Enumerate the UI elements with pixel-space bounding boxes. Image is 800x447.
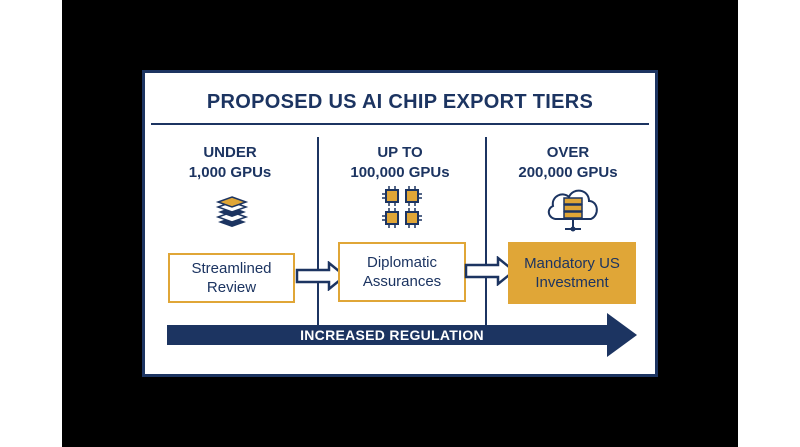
chip-grid-icon: [382, 186, 422, 228]
tier-1-heading-line1: UNDER: [203, 144, 257, 161]
tier-1-heading-line2: 1,000 GPUs: [188, 164, 272, 181]
tier-2-outcome-line1: Diplomatic: [366, 254, 438, 271]
tier-2-outcome-line2: Assurances: [362, 273, 442, 290]
regulation-arrow-shape: [167, 313, 637, 357]
column-divider-1: [317, 137, 319, 327]
column-divider-2: [485, 137, 487, 327]
tier-1-heading: UNDER 1,000 GPUs: [155, 143, 305, 183]
title-divider: [151, 123, 649, 125]
tier-3-heading: OVER 200,000 GPUs: [493, 143, 643, 183]
diagram-title: PROPOSED US AI CHIP EXPORT TIERS: [206, 91, 594, 113]
tier-3-heading-line1: OVER: [546, 144, 590, 161]
tier-3-outcome-box: Mandatory US Investment: [508, 242, 636, 304]
arrow-right-icon: [295, 261, 347, 291]
tier-3-outcome-line1: Mandatory US: [524, 255, 620, 272]
tier-2-heading-line1: UP TO: [377, 144, 423, 161]
regulation-label: INCREASED REGULATION: [300, 327, 484, 343]
tier-1-outcome-line2: Review: [206, 279, 257, 296]
diagram-card: PROPOSED US AI CHIP EXPORT TIERS UNDER 1…: [142, 70, 658, 377]
tier-2-heading-line2: 100,000 GPUs: [350, 164, 450, 181]
stacked-layers-icon: [215, 196, 249, 227]
tier-3-outcome-line2: Investment: [535, 274, 609, 291]
tier-2-outcome-box: Diplomatic Assurances: [338, 242, 466, 302]
tier-3-heading-line2: 200,000 GPUs: [518, 164, 618, 181]
tier-1-outcome-box: Streamlined Review: [168, 253, 295, 303]
cloud-server-icon: [547, 189, 598, 232]
tier-2-heading: UP TO 100,000 GPUs: [325, 143, 475, 183]
tier-1-outcome-line1: Streamlined: [191, 260, 272, 277]
increased-regulation-arrow: INCREASED REGULATION: [167, 313, 637, 357]
arrow-right-icon: [464, 256, 516, 286]
